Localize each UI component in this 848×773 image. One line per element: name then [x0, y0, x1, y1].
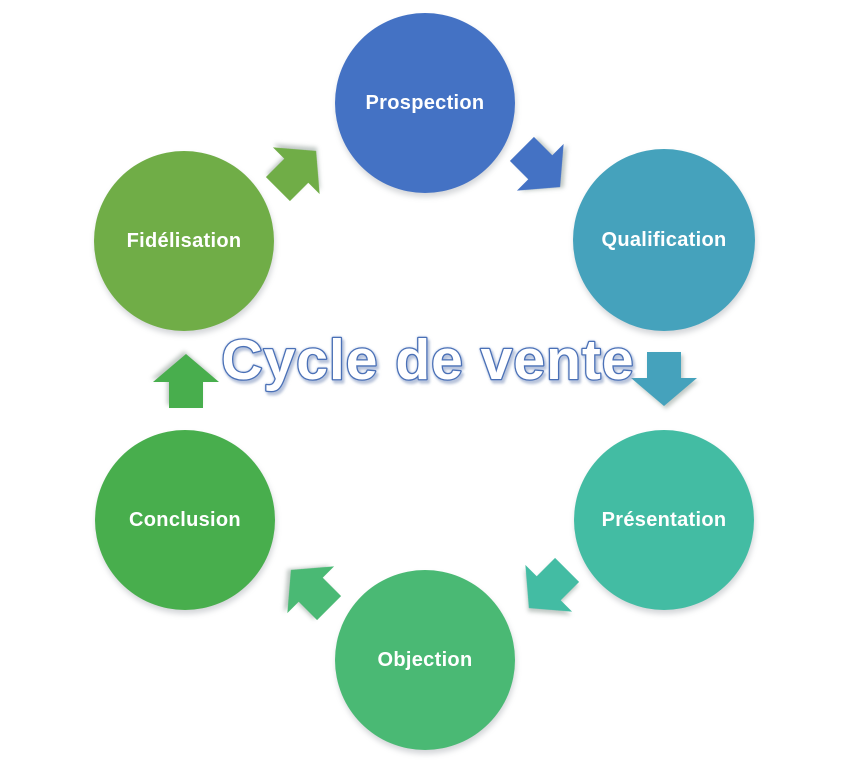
step-objection: Objection	[335, 570, 515, 750]
diagram-title: Cycle de vente	[221, 328, 634, 392]
step-circle-objection	[335, 570, 515, 750]
step-fidelisation: Fidélisation	[94, 151, 274, 331]
arrow-presentation-to-objection-icon	[525, 557, 580, 612]
arrow-conclusion-to-fidelisation-icon	[153, 354, 219, 408]
step-circle-conclusion	[95, 430, 275, 610]
step-label-presentation: Présentation	[602, 509, 727, 531]
step-circle-fidelisation	[94, 151, 274, 331]
step-presentation: Présentation	[574, 430, 754, 610]
step-label-prospection: Prospection	[366, 92, 485, 114]
step-circle-presentation	[574, 430, 754, 610]
step-label-qualification: Qualification	[601, 229, 726, 251]
step-label-fidelisation: Fidélisation	[127, 230, 242, 252]
arrow-fidelisation-to-prospection-icon	[265, 147, 320, 202]
step-circle-prospection	[335, 13, 515, 193]
step-label-objection: Objection	[378, 649, 473, 671]
arrow-qualification-to-presentation-icon	[631, 352, 697, 406]
step-circle-qualification	[573, 149, 755, 331]
arrow-objection-to-conclusion-icon	[287, 566, 342, 621]
step-label-conclusion: Conclusion	[129, 509, 241, 531]
step-conclusion: Conclusion	[95, 430, 275, 610]
step-prospection: Prospection	[335, 13, 515, 193]
arrow-prospection-to-qualification-icon	[509, 136, 564, 191]
step-qualification: Qualification	[573, 149, 755, 331]
